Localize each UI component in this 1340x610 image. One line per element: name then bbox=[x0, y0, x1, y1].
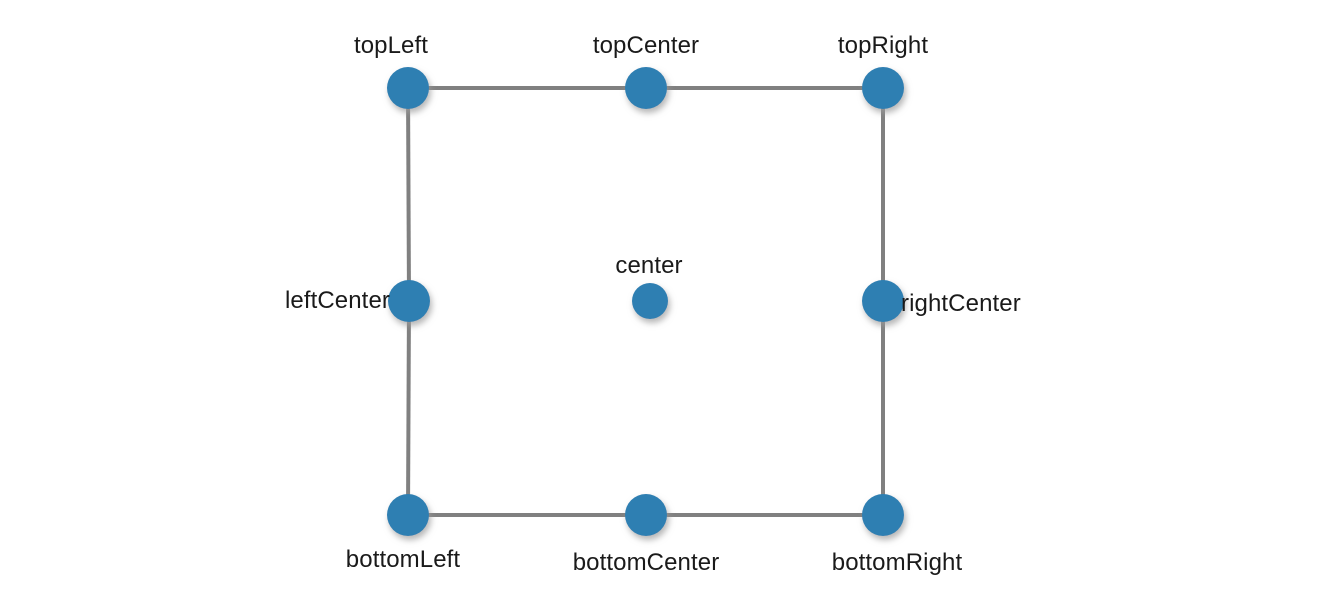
node-label-rightCenter: rightCenter bbox=[901, 290, 1021, 317]
graph-node-leftCenter[interactable] bbox=[388, 280, 430, 322]
node-label-bottomCenter: bottomCenter bbox=[572, 549, 720, 576]
graph-node-bottomLeft[interactable] bbox=[387, 494, 429, 536]
nodes-layer bbox=[387, 67, 904, 536]
graph-node-bottomRight[interactable] bbox=[862, 494, 904, 536]
edge-leftCenter-bottomLeft[interactable] bbox=[406, 300, 411, 516]
node-label-bottomRight: bottomRight bbox=[831, 549, 963, 576]
graph-node-rightCenter[interactable] bbox=[862, 280, 904, 322]
node-label-topLeft: topLeft bbox=[353, 32, 429, 59]
node-label-topCenter: topCenter bbox=[592, 32, 700, 59]
graph-node-topCenter[interactable] bbox=[625, 67, 667, 109]
node-label-leftCenter: leftCenter bbox=[284, 287, 390, 314]
graph-node-topLeft[interactable] bbox=[387, 67, 429, 109]
node-label-topRight: topRight bbox=[837, 32, 929, 59]
node-label-bottomLeft: bottomLeft bbox=[345, 546, 461, 573]
graph-node-center[interactable] bbox=[632, 283, 668, 319]
graph-node-bottomCenter[interactable] bbox=[625, 494, 667, 536]
edge-topLeft-leftCenter[interactable] bbox=[406, 87, 411, 302]
graph-node-topRight[interactable] bbox=[862, 67, 904, 109]
node-label-center: center bbox=[615, 252, 683, 279]
edges-layer bbox=[406, 86, 885, 517]
